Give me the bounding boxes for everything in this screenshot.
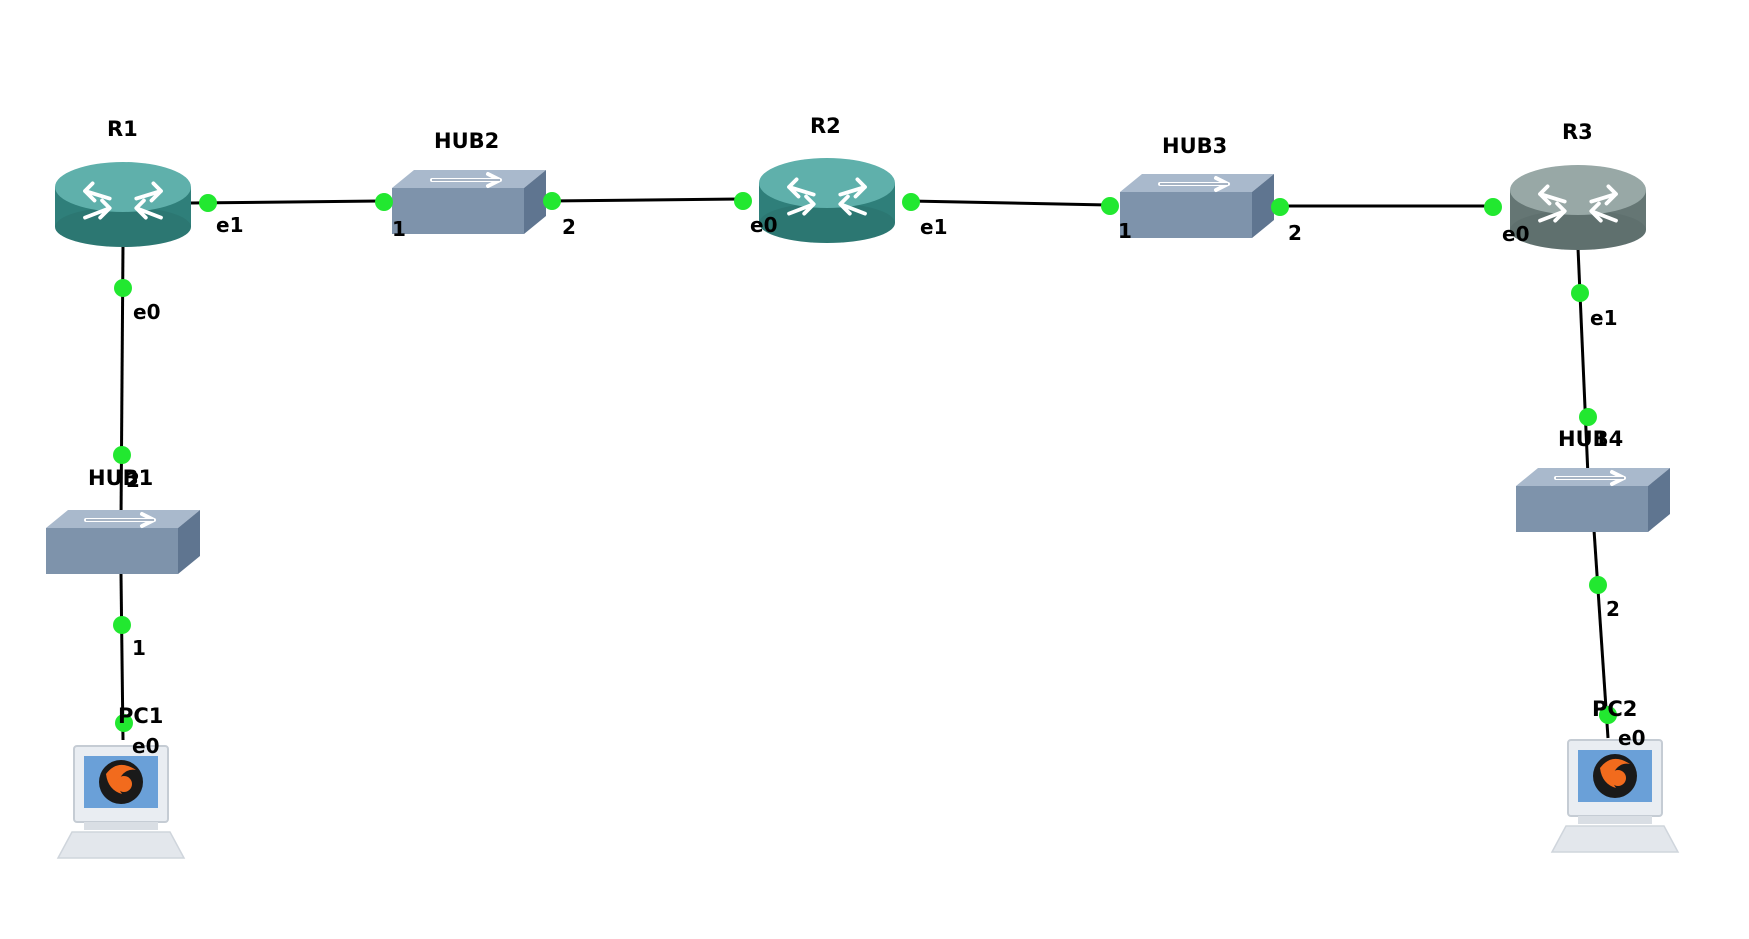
port-dots (113, 192, 1617, 732)
port-label-pc2-e0: e0 (1618, 726, 1645, 750)
port-label-hub1-2: 2 (126, 468, 140, 492)
device-label-hub4: HUB4 (1558, 427, 1623, 451)
hub-hub1[interactable] (44, 508, 202, 576)
port-label-r1-e0: e0 (133, 300, 160, 324)
router-r3[interactable] (1510, 165, 1646, 250)
port-label-hub3-1: 1 (1118, 219, 1132, 243)
port-label-r3-e1: e1 (1590, 306, 1617, 330)
port-dot-hub1-2[interactable] (113, 446, 131, 464)
port-label-r2-e1: e1 (920, 215, 947, 239)
hub-hub4[interactable] (1514, 466, 1672, 534)
port-label-r2-e0: e0 (750, 213, 777, 237)
device-label-pc2: PC2 (1592, 697, 1637, 721)
link-hub1-pc1[interactable] (119, 573, 125, 741)
pc-icon (1551, 739, 1679, 853)
port-dot-hub2-1[interactable] (375, 193, 393, 211)
device-label-pc1: PC1 (118, 704, 163, 728)
port-label-hub4-1: 1 (1594, 427, 1608, 451)
port-dot-pc2-e0[interactable] (1599, 706, 1617, 724)
link-hub2-r2[interactable] (547, 197, 741, 203)
port-dot-r2-e0[interactable] (734, 192, 752, 210)
device-label-r1: R1 (107, 117, 138, 141)
port-label-hub4-2: 2 (1606, 597, 1620, 621)
router-r2[interactable] (759, 158, 895, 243)
router-r1[interactable] (55, 162, 191, 247)
port-label-hub1-1: 1 (132, 636, 146, 660)
port-dot-hub4-1[interactable] (1579, 408, 1597, 426)
hub-icon (44, 508, 202, 576)
port-label-r1-e1: e1 (216, 213, 243, 237)
router-icon (1510, 165, 1646, 250)
hub-hub2[interactable] (390, 168, 548, 236)
hub-icon (1118, 172, 1276, 240)
link-hub4-pc2[interactable] (1592, 529, 1610, 739)
port-label-hub2-1: 1 (392, 217, 406, 241)
port-dot-r3-e1[interactable] (1571, 284, 1589, 302)
port-label-hub3-2: 2 (1288, 221, 1302, 245)
pc-icon (57, 745, 185, 859)
pc-pc1[interactable] (57, 745, 185, 859)
port-dot-hub1-1[interactable] (113, 616, 131, 634)
hub-hub3[interactable] (1118, 172, 1276, 240)
device-label-r2: R2 (810, 114, 841, 138)
router-icon (759, 158, 895, 243)
port-dot-hub2-2[interactable] (543, 192, 561, 210)
port-dot-hub4-2[interactable] (1589, 576, 1607, 594)
device-label-r3: R3 (1562, 120, 1593, 144)
device-label-hub1: HUB1 (88, 466, 153, 490)
link-r1-hub2[interactable] (189, 199, 381, 205)
device-label-hub3: HUB3 (1162, 134, 1227, 158)
port-dot-r1-e1[interactable] (199, 194, 217, 212)
port-dot-r2-e1[interactable] (902, 193, 920, 211)
port-dot-pc1-e0[interactable] (115, 714, 133, 732)
device-label-hub2: HUB2 (434, 129, 499, 153)
pc-pc2[interactable] (1551, 739, 1679, 853)
port-dot-r3-e0[interactable] (1484, 198, 1502, 216)
link-r2-hub3[interactable] (909, 199, 1109, 207)
port-dot-hub3-1[interactable] (1101, 197, 1119, 215)
port-dot-r1-e0[interactable] (114, 279, 132, 297)
router-icon (55, 162, 191, 247)
port-dot-hub3-2[interactable] (1271, 198, 1289, 216)
port-label-pc1-e0: e0 (132, 734, 159, 758)
port-label-hub2-2: 2 (562, 215, 576, 239)
hub-icon (390, 168, 548, 236)
hub-icon (1514, 466, 1672, 534)
port-label-r3-e0: e0 (1502, 222, 1529, 246)
